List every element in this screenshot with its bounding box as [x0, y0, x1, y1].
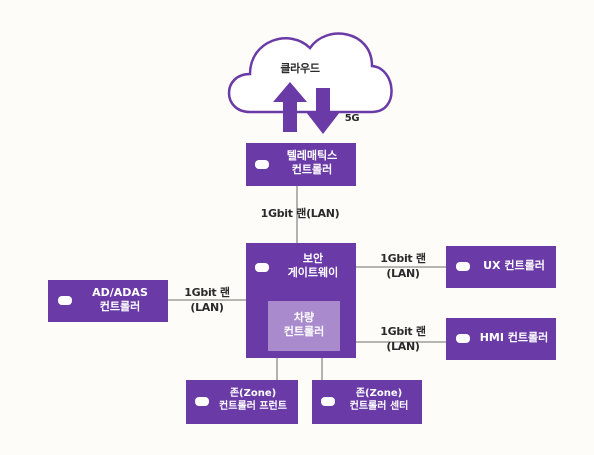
telematics-controller-label: 텔레매틱스 컨트롤러	[286, 149, 338, 177]
link-label-gateway-hmi: 1Gbit 랜 (LAN)	[380, 325, 426, 353]
controller-chip-icon	[255, 160, 269, 169]
upload-arrow-icon	[273, 82, 307, 132]
ux-controller-label: UX 컨트롤러	[483, 259, 545, 272]
hmi-controller-label: HMI 컨트롤러	[479, 331, 549, 344]
controller-chip-icon	[58, 296, 72, 305]
hmi-controller-node: HMI 컨트롤러	[446, 318, 556, 360]
download-arrow-icon	[306, 88, 340, 134]
zone-controller-center-label: 존(Zone) 컨트롤러 센터	[349, 388, 409, 412]
security-gateway-node: 보안 게이트웨이 차량 컨트롤러	[246, 243, 356, 358]
zone-controller-front-label: 존(Zone) 컨트롤러 프런트	[219, 388, 287, 412]
zone-controller-front-node: 존(Zone) 컨트롤러 프런트	[186, 380, 298, 424]
link-label-gateway-ux: 1Gbit 랜 (LAN)	[380, 252, 426, 280]
zone-controller-center-node: 존(Zone) 컨트롤러 센터	[312, 380, 422, 424]
controller-chip-icon	[456, 262, 470, 271]
controller-chip-icon	[456, 334, 470, 343]
cloud-icon	[227, 32, 393, 114]
cloud-link-label: 5G	[344, 113, 360, 124]
telematics-controller-node: 텔레매틱스 컨트롤러	[246, 143, 356, 186]
link-label-telematics-gateway: 1Gbit 랜(LAN)	[260, 207, 340, 220]
adas-controller-node: AD/ADAS 컨트롤러	[48, 280, 168, 322]
controller-chip-icon	[195, 397, 209, 406]
link-label-adas-gateway: 1Gbit 랜 (LAN)	[184, 286, 230, 314]
cloud-label: 클라우드	[280, 62, 320, 75]
adas-controller-label: AD/ADAS 컨트롤러	[92, 286, 148, 314]
security-gateway-label: 보안 게이트웨이	[287, 252, 339, 280]
ux-controller-node: UX 컨트롤러	[446, 246, 556, 288]
controller-chip-icon	[255, 263, 269, 272]
vehicle-controller-node: 차량 컨트롤러	[268, 301, 340, 351]
controller-chip-icon	[321, 397, 335, 406]
vehicle-controller-label: 차량 컨트롤러	[283, 311, 325, 339]
